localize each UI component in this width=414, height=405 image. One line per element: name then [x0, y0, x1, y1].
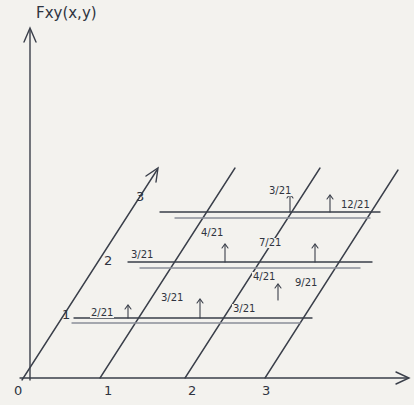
grid-line [265, 170, 398, 378]
step-level [175, 217, 370, 218]
axis-tick: 0 [14, 384, 22, 397]
probability-value: 7/21 [258, 238, 282, 248]
axis-arrow [396, 372, 409, 384]
axis-tick: 1 [62, 308, 70, 321]
step-level [160, 211, 380, 212]
grid-line [185, 168, 320, 378]
f-axis [29, 30, 30, 380]
y-axis [22, 170, 157, 380]
x-axis [20, 377, 408, 378]
step-level [140, 267, 360, 268]
axis-tick: 3 [136, 190, 144, 203]
axis-tick: 2 [104, 254, 112, 267]
step-level [128, 261, 372, 262]
axis-arrow [24, 28, 36, 42]
probability-value: 3/21 [232, 304, 256, 314]
probability-value: 2/21 [90, 308, 114, 318]
grid-line [100, 168, 235, 378]
probability-value: 4/21 [200, 228, 224, 238]
axis-title: Fxy(x,y) [36, 6, 97, 21]
step-level [72, 322, 300, 323]
probability-value: 3/21 [160, 293, 184, 303]
probability-value: 12/21 [340, 200, 371, 210]
axis-arrow [146, 168, 158, 182]
probability-value: 3/21 [130, 250, 154, 260]
probability-value: 4/21 [252, 272, 276, 282]
probability-value: 3/21 [268, 186, 292, 196]
axis-tick: 2 [188, 384, 196, 397]
probability-value: 9/21 [294, 278, 318, 288]
axis-tick: 3 [262, 384, 270, 397]
axis-tick: 1 [104, 384, 112, 397]
jump-arrows [125, 194, 333, 318]
